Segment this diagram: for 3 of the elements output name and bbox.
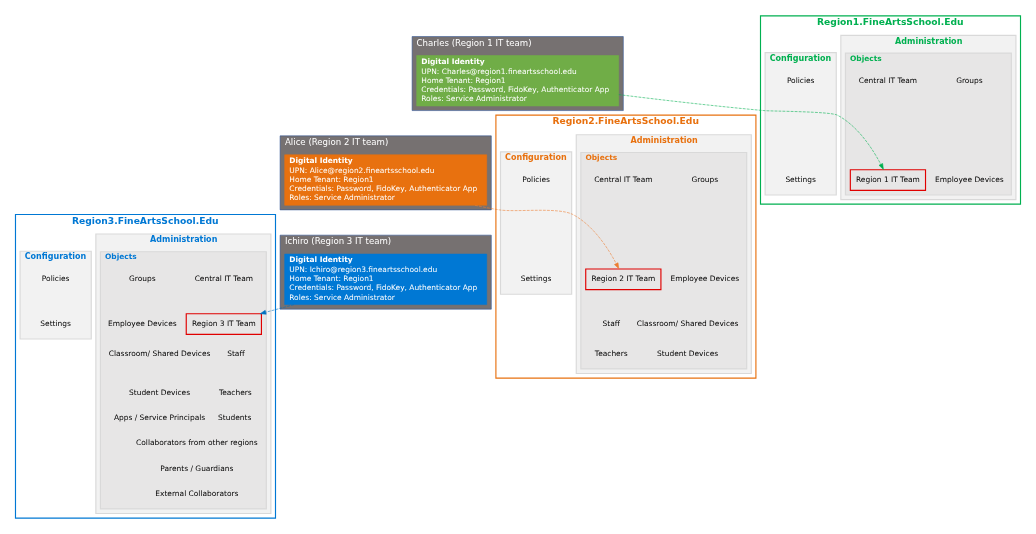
arrow xyxy=(618,94,884,170)
arrow xyxy=(259,304,295,315)
arrow xyxy=(474,205,620,270)
